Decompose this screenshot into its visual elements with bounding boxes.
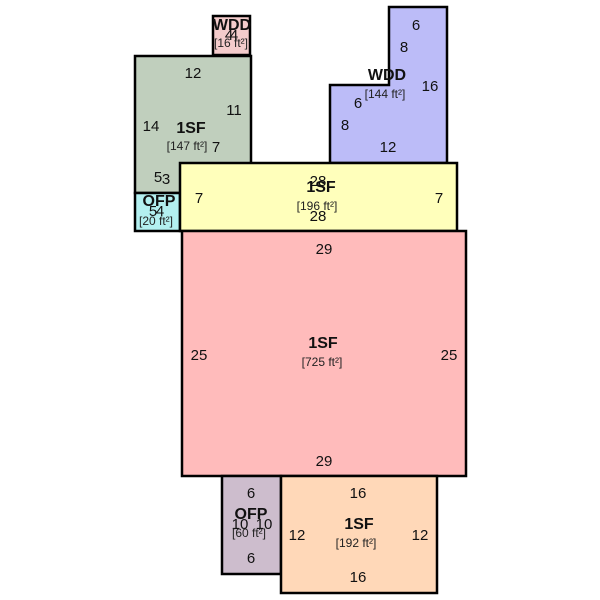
1sf-main-dim-top: 29 (316, 241, 333, 258)
1sf-bottom-size: [192 ft²] (336, 536, 377, 550)
ofp-small-shape (133, 191, 182, 233)
ofp-small-area[interactable]: 5 4 OFP [20 ft²] (133, 191, 182, 233)
ofp-bottom-dim-left: 10 (232, 516, 249, 533)
1sf-upper-left-area[interactable]: 12 11 14 7 5 3 1SF [147 ft²] (133, 54, 253, 195)
1sf-main-dim-right: 25 (441, 347, 458, 364)
wdd-large-dim-top: 6 (412, 17, 420, 34)
ofp-bottom-area[interactable]: 6 10 10 6 OFP [60 ft²] (220, 474, 283, 576)
ofp-bottom-shape (220, 474, 283, 576)
ofp-bottom-dim-bottom: 6 (247, 550, 255, 567)
1sf-upper-left-dim-inner: 7 (212, 139, 220, 156)
1sf-upper-left-dim-left: 14 (143, 118, 160, 135)
1sf-middle-area[interactable]: 28 7 7 28 1SF [196 ft²] (178, 161, 459, 233)
wdd-large-size: [144 ft²] (365, 87, 406, 101)
ofp-small-dim-b: 4 (156, 203, 164, 220)
1sf-bottom-dim-top: 16 (350, 485, 367, 502)
1sf-middle-size: [196 ft²] (297, 199, 338, 213)
1sf-bottom-dim-bottom: 16 (350, 569, 367, 586)
1sf-main-shape (180, 229, 468, 478)
1sf-main-area[interactable]: 29 25 25 29 1SF [725 ft²] (180, 229, 468, 478)
wdd-small-area[interactable]: 4 4 WDD [16 ft²] (211, 14, 252, 57)
ofp-bottom-size: [60 ft²] (232, 526, 266, 540)
1sf-bottom-area[interactable]: 16 12 12 16 1SF [192 ft²] (279, 474, 439, 595)
1sf-upper-left-dim-bottom-b: 3 (162, 171, 170, 188)
1sf-upper-left-code: 1SF (176, 120, 206, 137)
wdd-small-code: WDD (213, 17, 251, 34)
wdd-large-dim-left-upper: 8 (400, 39, 408, 56)
ofp-small-code: OFP (143, 193, 176, 210)
1sf-middle-dim-top: 28 (310, 173, 327, 190)
1sf-upper-left-dim-bottom-a: 5 (154, 169, 162, 186)
wdd-small-size: [16 ft²] (214, 36, 248, 50)
1sf-middle-dim-left: 7 (195, 190, 203, 207)
ofp-bottom-dim-right: 10 (256, 516, 273, 533)
1sf-upper-left-dim-right: 11 (226, 102, 242, 119)
wdd-large-area[interactable]: 6 8 16 6 8 12 WDD [144 ft²] (328, 5, 449, 165)
1sf-main-dim-left: 25 (191, 347, 208, 364)
1sf-main-size: [725 ft²] (302, 355, 343, 369)
1sf-bottom-code: 1SF (344, 516, 374, 533)
1sf-bottom-dim-left: 12 (289, 527, 306, 544)
1sf-middle-dim-bottom: 28 (310, 208, 327, 225)
1sf-middle-dim-right: 7 (435, 190, 443, 207)
1sf-bottom-dim-right: 12 (412, 527, 429, 544)
ofp-small-dim-a: 5 (149, 203, 157, 220)
wdd-large-dim-left-lower: 8 (341, 117, 349, 134)
wdd-small-dim-right: 4 (230, 27, 238, 44)
ofp-small-size: [20 ft²] (139, 214, 173, 228)
ofp-bottom-code: OFP (235, 506, 268, 523)
wdd-large-dim-step-top: 6 (354, 95, 362, 112)
wdd-large-dim-bottom: 12 (380, 139, 397, 156)
wdd-large-dim-right: 16 (422, 78, 439, 95)
ofp-bottom-dim-top: 6 (247, 485, 255, 502)
wdd-small-dim-left: 4 (225, 27, 233, 44)
1sf-main-code: 1SF (308, 335, 338, 352)
1sf-bottom-shape (279, 474, 439, 595)
1sf-upper-left-dim-top: 12 (185, 65, 202, 82)
1sf-main-dim-bottom: 29 (316, 453, 333, 470)
1sf-middle-code: 1SF (306, 179, 336, 196)
wdd-large-code: WDD (368, 67, 406, 84)
1sf-upper-left-size: [147 ft²] (167, 139, 208, 153)
